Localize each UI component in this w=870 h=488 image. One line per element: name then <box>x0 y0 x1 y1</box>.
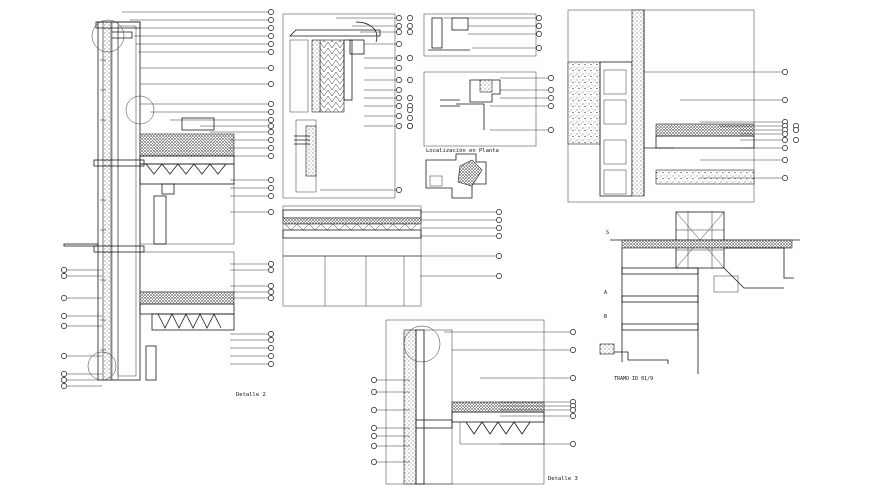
level-mark-s: S <box>606 230 609 236</box>
level-mark-b: B <box>604 314 607 320</box>
section-note: TRAMO ID 01/9 <box>614 376 653 382</box>
parapet-detail <box>282 13 413 199</box>
detail-3-section: Detalle 3 <box>371 319 578 485</box>
detail-2-section: Detalle 2 <box>61 9 274 398</box>
location-plan: Localización en Planta <box>425 147 499 199</box>
location-plan-title: Localización en Planta <box>426 147 499 154</box>
slab-detail <box>282 205 502 307</box>
building-section: A B S TRAMO ID 01/9 <box>599 211 800 382</box>
window-head-detail <box>407 13 554 147</box>
corner-detail <box>567 9 799 203</box>
detail-2-title: Detalle 2 <box>236 392 266 398</box>
detail-3-title: Detalle 3 <box>548 476 578 482</box>
level-mark-a: A <box>604 290 607 296</box>
